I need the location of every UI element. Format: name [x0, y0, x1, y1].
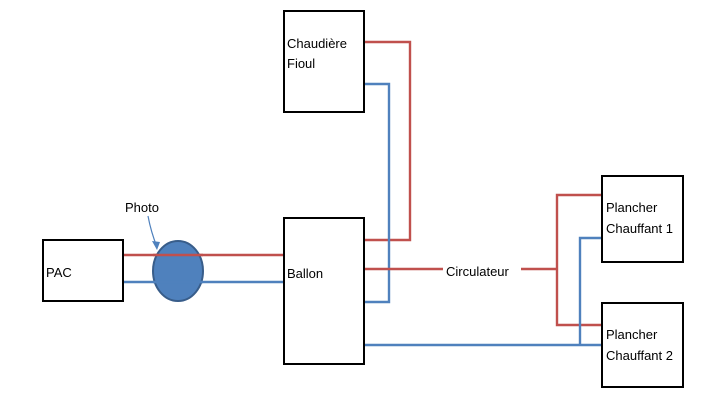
plancher1-cold-pipe — [578, 236, 602, 345]
chaudiere-label-line1: Chaudière — [287, 36, 347, 51]
ballon-box: Ballon — [283, 217, 365, 365]
pipes — [123, 40, 602, 347]
photo-sensor-icon — [152, 240, 204, 302]
ballon-label: Ballon — [287, 266, 323, 281]
plancher1-label-line2: Chauffant 1 — [606, 221, 673, 236]
photo-arrowhead-icon — [152, 241, 160, 250]
pac-box: PAC — [42, 239, 124, 302]
plancher-chauffant-2-box: Plancher Chauffant 2 — [601, 302, 684, 388]
photo-label: Photo — [125, 200, 159, 215]
pac-label: PAC — [46, 265, 72, 280]
plancher2-label-line2: Chauffant 2 — [606, 348, 673, 363]
plancher2-label-line1: Plancher — [606, 327, 658, 342]
chaudiere-hot-pipe — [363, 40, 412, 242]
chaudiere-cold-pipe — [363, 82, 391, 304]
plancher-chauffant-1-box: Plancher Chauffant 1 — [601, 175, 684, 263]
chaudiere-label-line2: Fioul — [287, 56, 315, 71]
plancher1-label-line1: Plancher — [606, 200, 658, 215]
circulateur-label: Circulateur — [446, 264, 510, 279]
chaudiere-fioul-box: Chaudière Fioul — [283, 10, 365, 113]
